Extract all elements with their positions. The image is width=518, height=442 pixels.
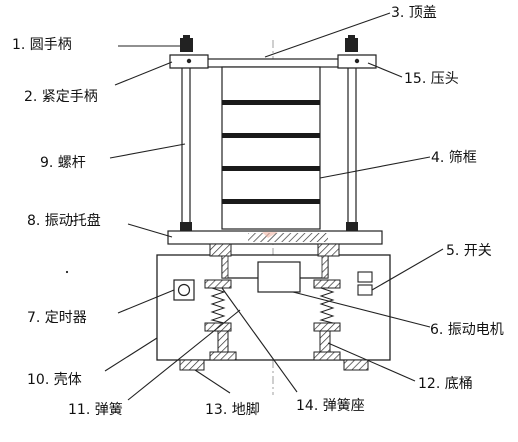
sieve-frames bbox=[221, 66, 321, 230]
top-support-blocks bbox=[209, 243, 340, 257]
leader-lines bbox=[104, 12, 444, 401]
label-round-handle: 1. 圆手柄 bbox=[12, 37, 72, 53]
feet bbox=[179, 359, 369, 371]
label-press-head: 15. 压头 bbox=[404, 71, 459, 87]
label-bottom-barrel: 12. 底桶 bbox=[418, 376, 473, 392]
label-sieve-frame: 4. 筛框 bbox=[431, 150, 477, 166]
label-housing: 10. 壳体 bbox=[27, 371, 82, 388]
label-spring: 11. 弹簧 bbox=[68, 402, 123, 418]
timer bbox=[173, 279, 195, 301]
label-vibration-motor: 6. 振动电机 bbox=[430, 322, 504, 338]
top-cover bbox=[192, 58, 344, 68]
springs bbox=[210, 287, 335, 324]
vibration-tray bbox=[167, 230, 383, 245]
label-screw-rod: 9. 螺杆 bbox=[40, 155, 86, 171]
label-timer: 7. 定时器 bbox=[27, 310, 87, 326]
label-top-cover: 3. 顶盖 bbox=[391, 5, 437, 21]
label-vibration-tray: 8. 振动托盘 bbox=[27, 212, 101, 229]
label-switch: 5. 开关 bbox=[446, 243, 492, 259]
label-clamp-handle: 2. 紧定手柄 bbox=[24, 89, 98, 105]
bottom-barrel bbox=[209, 330, 341, 361]
clamp-heads bbox=[169, 54, 377, 69]
callout-labels: 1. 圆手柄 2. 紧定手柄 3. 顶盖 4. 筛框 5. 开关 6. 振动电机… bbox=[12, 5, 504, 418]
label-spring-seat: 14. 弹簧座 bbox=[296, 398, 365, 414]
label-foot: 13. 地脚 bbox=[205, 402, 260, 418]
vibration-motor bbox=[221, 255, 329, 293]
round-handle bbox=[180, 35, 358, 52]
